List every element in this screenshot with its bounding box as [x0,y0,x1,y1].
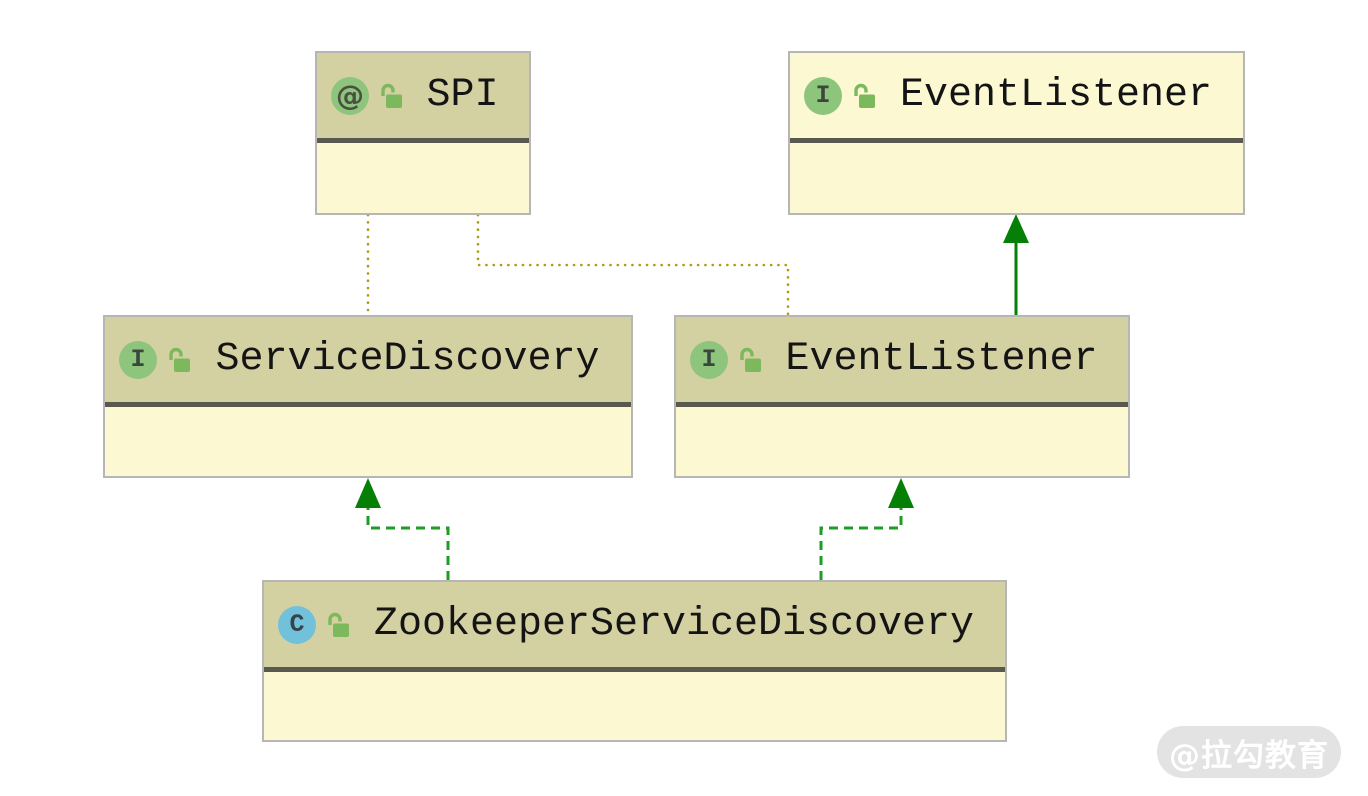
node-header: @ SPI [317,53,529,138]
header-divider [105,402,631,407]
class-node-eventlistener[interactable]: I EventListener [674,315,1130,478]
arrowhead-icon [355,478,381,508]
node-header: C ZookeeperServiceDiscovery [264,582,1005,667]
edge-annotation-eventlistener-to-spi[interactable] [476,213,790,317]
members-section [676,407,1128,476]
dotted-line [476,213,790,317]
node-header: I ServiceDiscovery [105,317,631,402]
class-name: EventListener [899,73,1213,118]
class-node-spi[interactable]: @ SPI [315,51,531,215]
header-divider [790,138,1243,143]
arrowhead-icon [1003,214,1029,243]
unlock-icon [169,347,190,372]
class-name: ZookeeperServiceDiscovery [373,602,975,647]
interface-badge-icon: I [804,76,842,115]
class-name: SPI [426,73,499,118]
implements-line [366,507,450,580]
implements-line [819,507,903,580]
unlock-icon [740,347,761,372]
class-node-zookeeperservicediscovery[interactable]: C ZookeeperServiceDiscovery [262,580,1007,742]
unlock-icon [328,612,349,637]
members-section [264,672,1005,740]
class-name: EventListener [785,337,1098,382]
interface-badge-icon: I [119,340,157,379]
interface-badge-icon: I [690,340,728,379]
edge-extends-eventlistener[interactable] [1003,214,1029,315]
unlock-icon [854,83,875,108]
node-header: I EventListener [790,53,1243,138]
header-divider [676,402,1128,407]
arrowhead-icon [888,478,914,508]
members-section [790,143,1243,213]
class-badge-icon: C [278,605,316,644]
members-section [105,407,631,476]
members-section [317,143,529,213]
annotation-badge-icon: @ [331,76,369,115]
edge-implements-eventlistener[interactable] [819,478,914,580]
class-node-eventlistener-parent[interactable]: I EventListener [788,51,1245,215]
header-divider [317,138,529,143]
header-divider [264,667,1005,672]
class-node-servicediscovery[interactable]: I ServiceDiscovery [103,315,633,478]
watermark-badge: @拉勾教育 [1157,726,1341,778]
unlock-icon [381,83,402,108]
edge-implements-servicediscovery[interactable] [355,478,450,580]
node-header: I EventListener [676,317,1128,402]
class-name: ServiceDiscovery [215,337,600,382]
